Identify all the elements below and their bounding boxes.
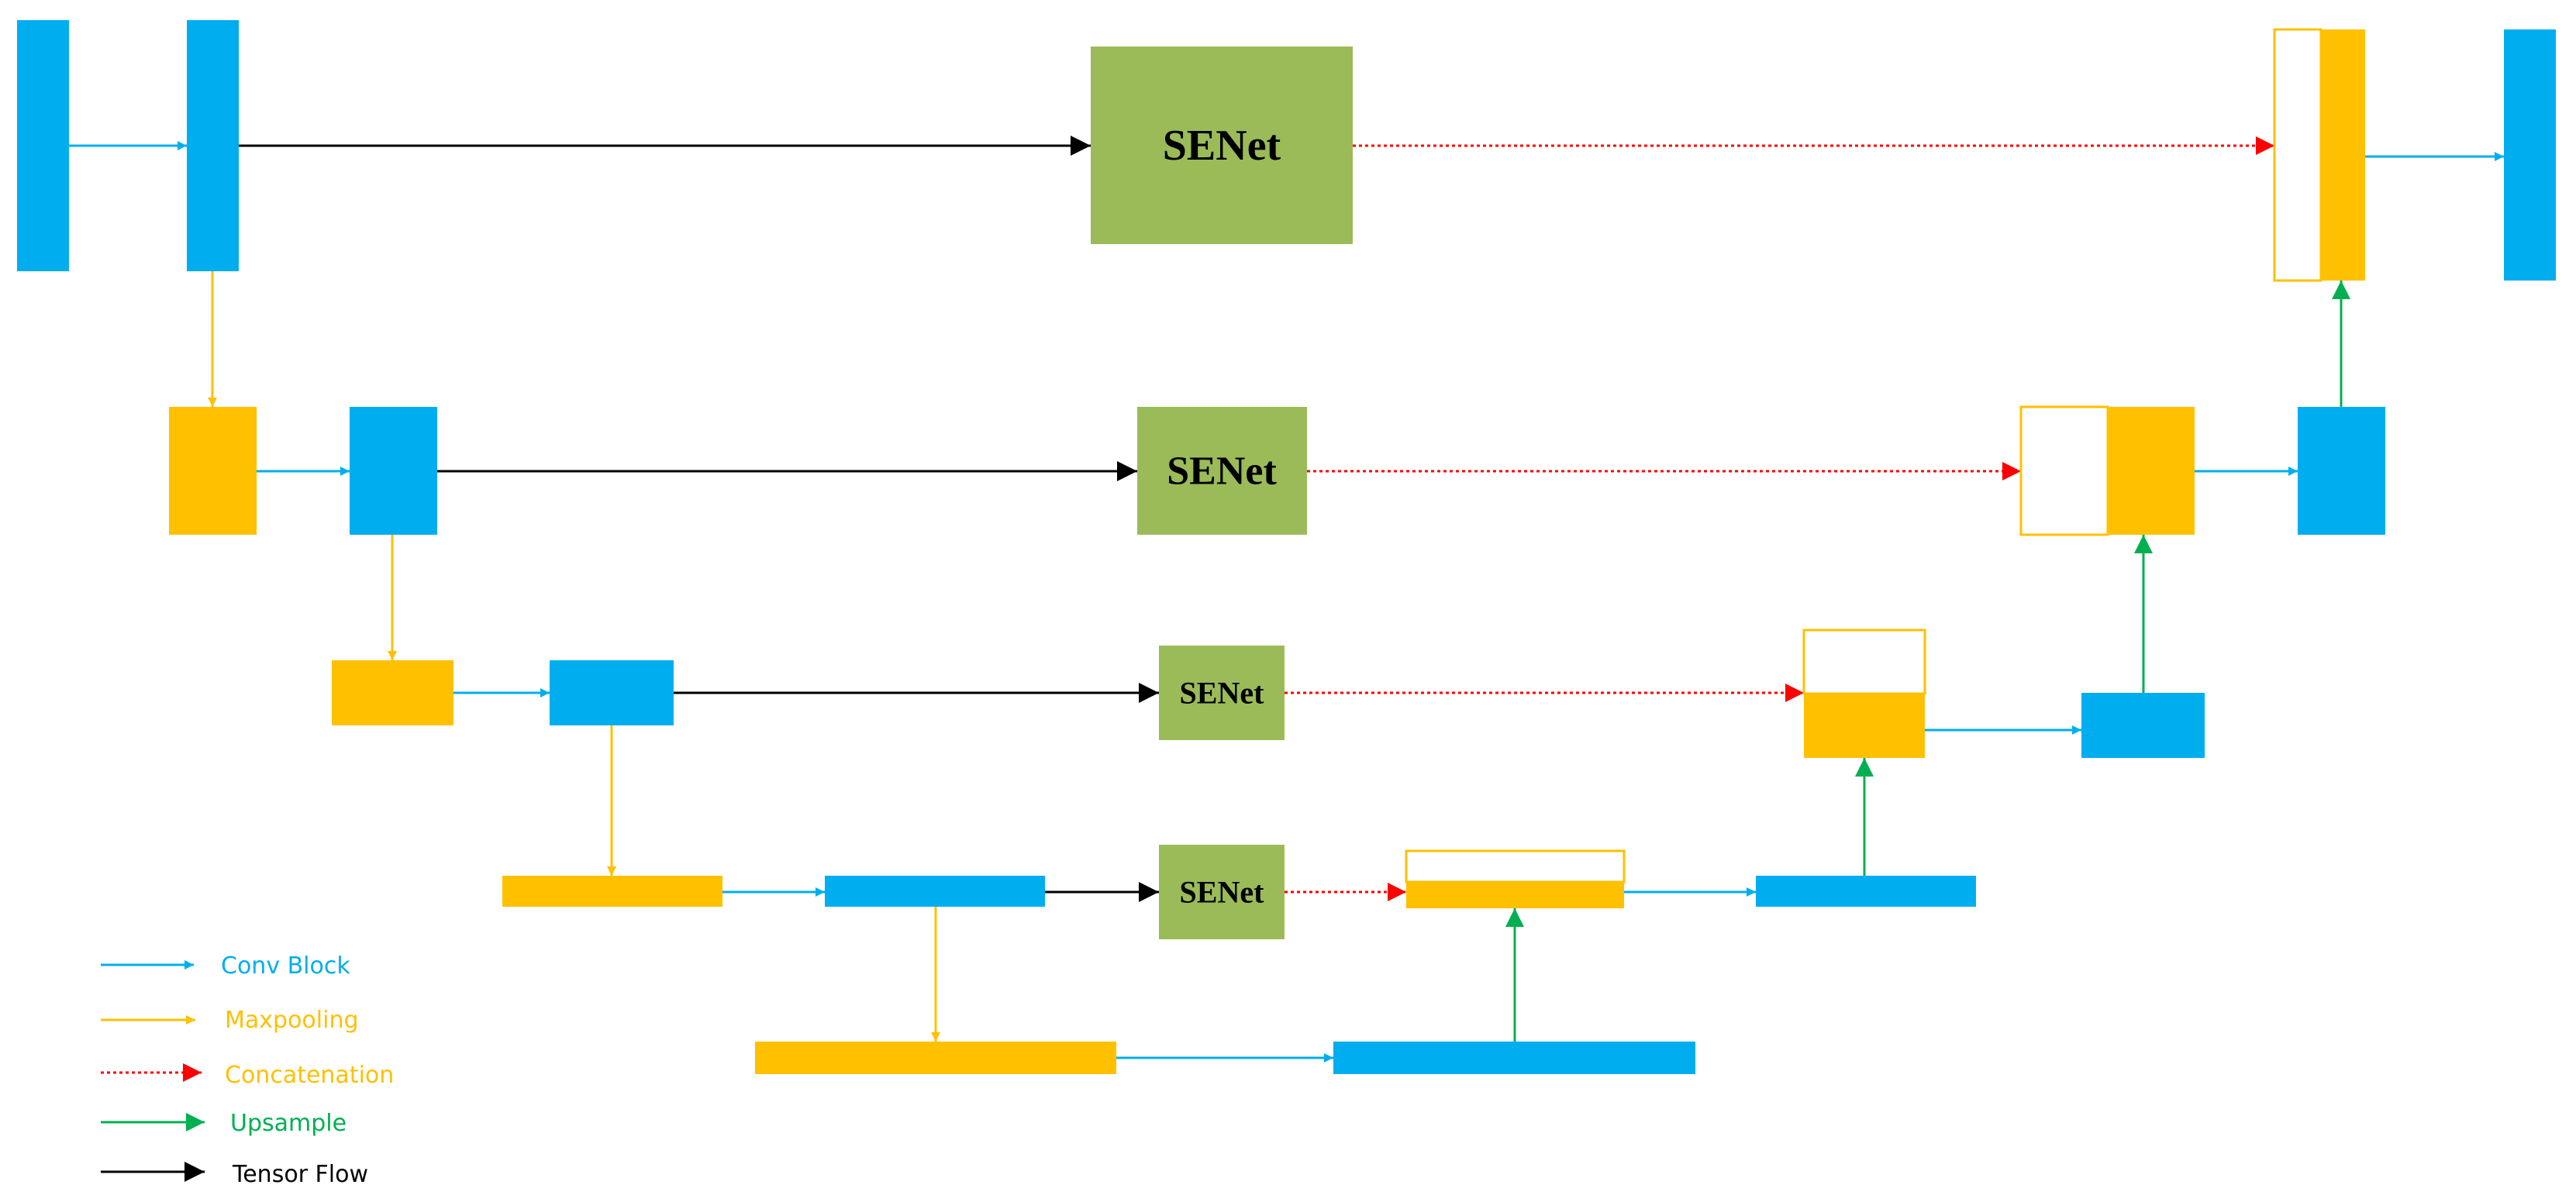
conv-block-output	[2504, 29, 2556, 281]
senet-label: SENet	[1163, 122, 1281, 170]
senet-block-2	[1137, 407, 1307, 535]
concat-skip-slot	[1802, 629, 1926, 695]
conv-block-bottleneck	[1333, 1042, 1695, 1074]
legend-conv-label: Conv Block	[221, 952, 350, 980]
senet-block-4	[1159, 845, 1285, 939]
legend-tensor-flow-label: Tensor Flow	[232, 1161, 368, 1188]
conv-block-input	[17, 20, 69, 271]
legend-upsample-label: Upsample	[230, 1110, 347, 1137]
conv-block-encoder-4	[825, 876, 1045, 907]
senet-label: SENet	[1180, 875, 1265, 910]
legend-concatenation-label: Concatenation	[225, 1062, 394, 1089]
senet-label: SENet	[1180, 676, 1265, 711]
legend: Conv Block Maxpooling Concatenation Upsa…	[101, 952, 394, 1188]
legend-maxpool-label: Maxpooling	[225, 1007, 359, 1034]
concat-skip-slot	[2019, 405, 2109, 536]
senet-block-1	[1091, 46, 1353, 244]
maxpool-block-2	[169, 407, 257, 535]
concat-skip-slot	[2273, 28, 2323, 282]
maxpool-block-3	[332, 660, 453, 725]
concat-upsampled-part	[2321, 29, 2365, 281]
conv-block-encoder-2	[350, 407, 437, 535]
conv-block-encoder-1	[187, 20, 239, 271]
conv-block-decoder-3	[2081, 693, 2205, 758]
concat-upsampled-part	[2108, 407, 2195, 535]
concat-upsampled-part	[1804, 694, 1925, 758]
concat-upsampled-part	[1406, 882, 1624, 908]
senet-block-3	[1159, 646, 1285, 740]
conv-block-decoder-4	[1756, 876, 1976, 907]
maxpool-block-5	[755, 1042, 1116, 1074]
senet-label: SENet	[1167, 449, 1277, 494]
maxpool-block-4	[502, 876, 722, 907]
concat-skip-slot	[1405, 849, 1626, 883]
conv-block-decoder-2	[2298, 407, 2385, 535]
conv-block-encoder-3	[550, 660, 674, 725]
